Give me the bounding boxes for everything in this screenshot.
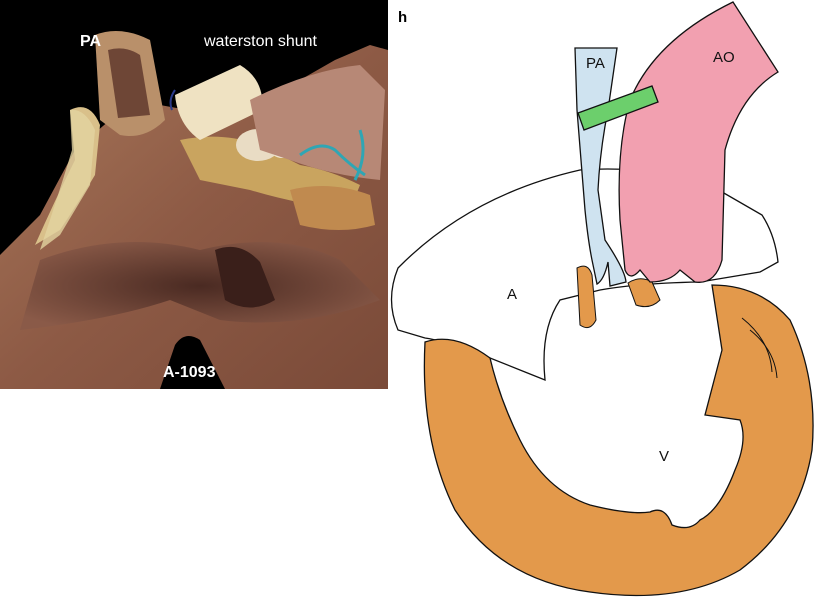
specimen-photo-drawing [0,0,388,389]
panel-letter-h: h [398,9,408,26]
schematic-pa-label: PA [586,55,605,72]
panel-letter-g: g [8,9,18,26]
heart-schematic-drawing [390,1,814,597]
aorta [618,1,779,283]
waterston-shunt-label: waterston shunt [204,33,317,50]
pulmonary-artery [574,47,627,287]
aorta-tissue [250,65,385,180]
specimen-id-label: A-1093 [163,364,216,381]
specimen-photo: g PA waterston shunt A-1093 [0,0,388,389]
shunt-graft-schematic [577,85,659,131]
shunt-graft [175,65,263,140]
heart-schematic: h PA AO A V [388,0,815,597]
atrium-label: A [507,286,518,303]
pa-label: PA [80,33,102,50]
ventricle-myocardium [423,284,814,597]
schematic-ao-label: AO [713,49,735,66]
ventricle-label: V [659,448,670,465]
